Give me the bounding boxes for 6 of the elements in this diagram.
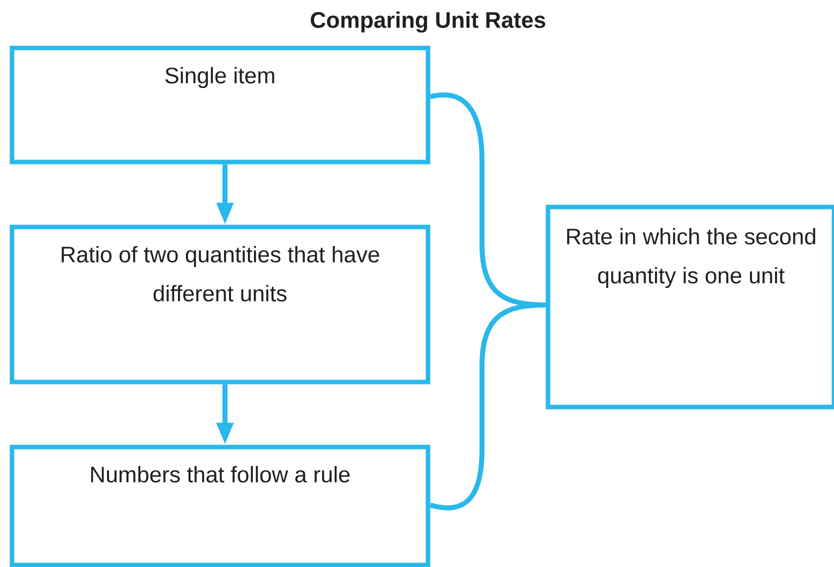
- process-box: Single item: [10, 46, 430, 164]
- title: Comparing Unit Rates: [310, 11, 546, 33]
- process-box: Numbers that follow a rule: [10, 444, 430, 567]
- process-box: Rate in which the second quantity is one unit: [546, 204, 834, 410]
- connector: [430, 302, 546, 510]
- process-box: Ratio of two quantities that have different units: [10, 224, 430, 384]
